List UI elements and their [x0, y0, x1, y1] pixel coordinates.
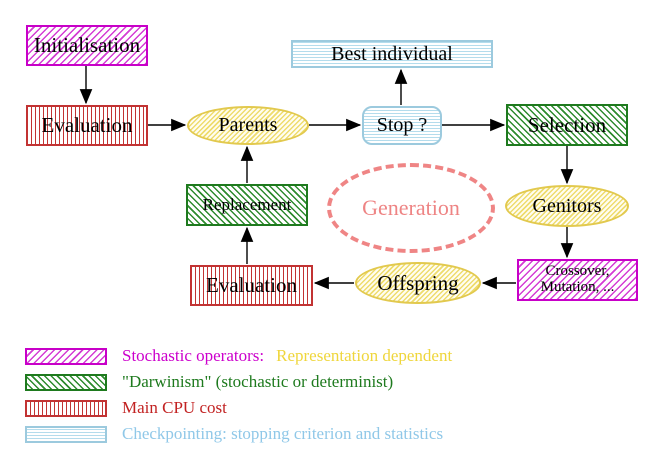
node-best-individual: Best individual — [291, 40, 493, 68]
node-generation-cycle: Generation — [327, 163, 495, 253]
legend-row-darwinism: "Darwinism" (stochastic or determinist) — [25, 372, 393, 392]
node-selection: Selection — [506, 104, 628, 146]
node-crossover-mutation: Crossover, Mutation, ... — [517, 259, 638, 301]
node-stop: Stop ? — [362, 106, 442, 145]
legend-row-main-cpu-cost: Main CPU cost — [25, 398, 227, 418]
legend-swatch-green-hatch-icon — [25, 373, 107, 391]
legend-swatch-red-stripes-icon — [25, 399, 107, 417]
node-best-individual-label: Best individual — [331, 42, 453, 65]
node-evaluation-bottom-label: Evaluation — [206, 273, 297, 298]
node-parents-label: Parents — [218, 114, 278, 136]
legend-swatch-cyan-stripes-icon — [25, 425, 107, 443]
node-selection-label: Selection — [527, 112, 607, 137]
legend-swatch-magenta-hatch-icon — [25, 347, 107, 365]
node-evaluation-top-label: Evaluation — [41, 113, 133, 138]
legend-label-darwinism: "Darwinism" (stochastic or determinist) — [122, 372, 394, 391]
node-initialisation: Initialisation — [26, 25, 148, 66]
node-offspring: Offspring — [355, 262, 481, 304]
legend-label-checkpointing: Checkpointing: stopping criterion and st… — [122, 424, 444, 443]
node-offspring-label: Offspring — [377, 270, 459, 295]
node-initialisation-label: Initialisation — [33, 33, 141, 58]
node-stop-label: Stop ? — [376, 114, 428, 136]
legend-label-representation-dependent: Representation dependent — [276, 346, 453, 365]
legend-row-stochastic-operators: Stochastic operators: Representation dep… — [25, 346, 452, 366]
node-replacement: Replacement — [186, 184, 308, 226]
node-genitors: Genitors — [505, 185, 629, 227]
node-parents: Parents — [187, 106, 309, 145]
node-evaluation-top: Evaluation — [26, 105, 148, 146]
node-generation-label: Generation — [362, 195, 460, 221]
node-crossover-line1: Crossover, — [545, 263, 610, 280]
legend-label-stochastic-operators: Stochastic operators: — [122, 346, 265, 365]
node-crossover-line2: Mutation, ... — [540, 279, 615, 295]
node-replacement-label: Replacement — [202, 195, 292, 215]
node-genitors-label: Genitors — [532, 194, 602, 217]
legend-label-main-cpu-cost: Main CPU cost — [122, 398, 227, 417]
node-evaluation-bottom: Evaluation — [190, 265, 313, 306]
legend-row-checkpointing: Checkpointing: stopping criterion and st… — [25, 424, 443, 444]
